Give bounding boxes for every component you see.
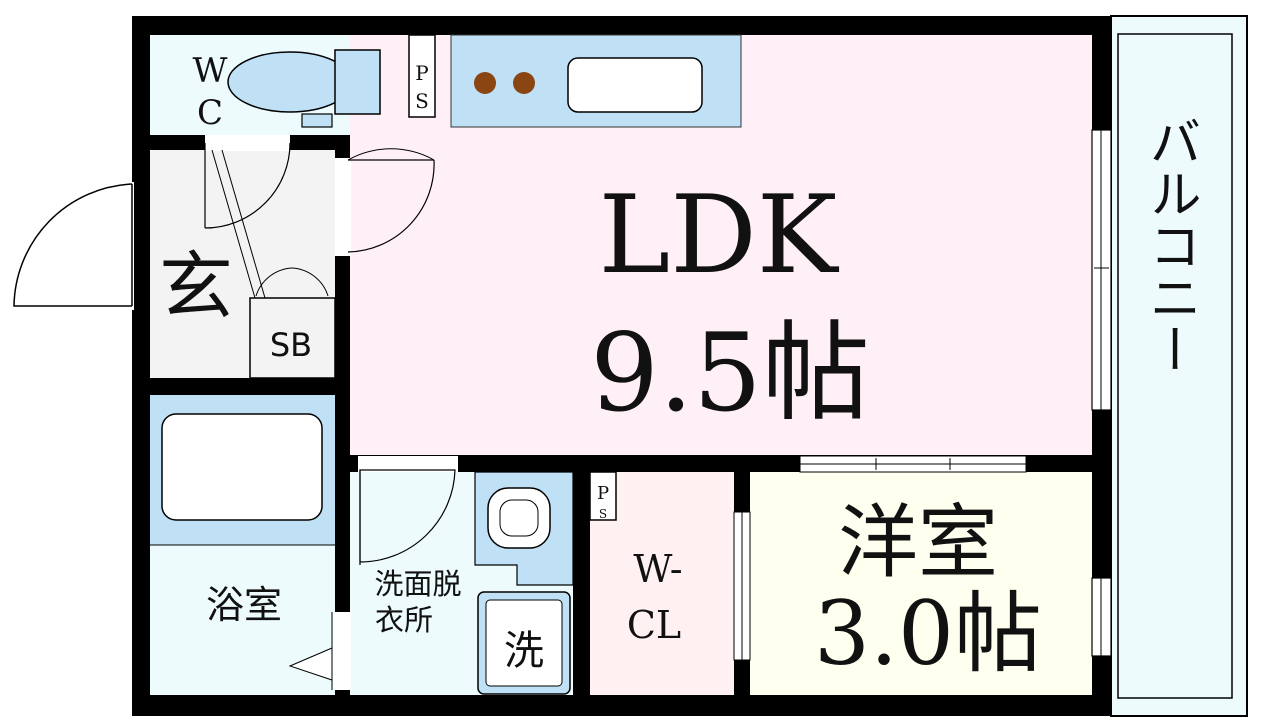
wc-door-opening: [205, 135, 290, 151]
balcony-floor: [1110, 15, 1248, 717]
western-room-label-size: 3.0帖: [814, 582, 1042, 685]
entrance-step-line-1: [211, 149, 256, 299]
shoe-box-door-right: [291, 267, 329, 297]
washroom-door-opening: [358, 456, 458, 472]
wc-label-c: C: [197, 93, 223, 133]
shoe-box: [249, 297, 336, 379]
washroom-label-line1: 洗面脱: [374, 567, 461, 601]
ldk-door-opening: [335, 158, 351, 256]
toilet-bowl: [227, 51, 353, 113]
shoe-box-label: SB: [270, 326, 312, 364]
ps-top-label-s: S: [415, 89, 429, 113]
wc-door-swing: [204, 142, 291, 229]
ps-mid-label-p: P: [597, 483, 609, 504]
ldk-label-size: 9.5帖: [590, 311, 870, 436]
balcony-railing: [1117, 33, 1233, 699]
ldk-door-swing: [347, 159, 435, 253]
ldk-label-name: LDK: [599, 173, 840, 298]
ps-top-box: [408, 34, 436, 118]
washbasin-bowl: [499, 499, 539, 537]
washroom-label-line2: 衣所: [375, 603, 433, 637]
ldk-door-swing-top: [347, 148, 435, 161]
washroom-door-swing: [359, 469, 456, 563]
toilet-tank: [334, 49, 381, 115]
western-room-label-name: 洋室: [838, 496, 998, 589]
ps-mid-box: [589, 471, 617, 521]
toilet-paper-holder: [301, 113, 333, 128]
bath-door-opening: [333, 612, 351, 690]
washer-pan-inner: [485, 599, 563, 687]
entrance-step-line-2: [221, 149, 266, 299]
stove-burner-right: [513, 72, 535, 94]
ps-mid-label-s: S: [599, 507, 607, 521]
walkin-closet-label-line2: CL: [627, 603, 681, 647]
walkin-closet-label-line1: W-: [633, 547, 682, 591]
wc-label-w: W: [193, 51, 228, 91]
washer-label: 洗: [504, 628, 544, 674]
bath-label: 浴室: [206, 583, 282, 627]
entrance-label: 玄: [159, 244, 233, 330]
shoe-box-door-left: [255, 267, 293, 297]
entrance-door-swing: [13, 183, 133, 307]
ps-top-label-p: P: [415, 61, 428, 85]
kitchen-sink: [567, 57, 703, 113]
balcony-label: バルコニー: [1140, 115, 1200, 375]
western-room-floor: [750, 472, 1092, 695]
bathtub: [161, 413, 323, 521]
stove-burner-left: [474, 72, 496, 94]
